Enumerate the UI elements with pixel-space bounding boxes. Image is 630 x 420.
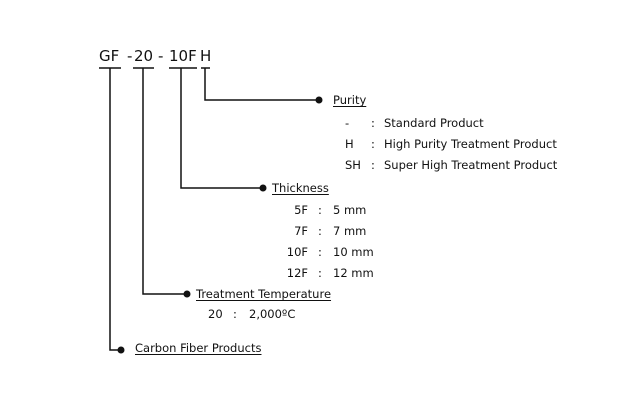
purity-sep: :: [371, 158, 375, 172]
temperature-code: 20: [208, 307, 223, 321]
temperature-label: Treatment Temperature: [196, 287, 332, 301]
temperature-sep: :: [233, 307, 237, 321]
gf-dot: [117, 346, 125, 354]
thickness-code: 10F: [286, 245, 308, 259]
thickness-desc: 10 mm: [333, 245, 374, 259]
code-temperature: 20: [134, 47, 154, 65]
purity-code: H: [345, 137, 354, 151]
purity-sep: :: [371, 116, 375, 130]
purity-desc: Standard Product: [384, 116, 484, 130]
purity-label: Purity: [333, 93, 367, 107]
thickness-sep: :: [318, 266, 322, 280]
code-separator: -: [158, 47, 164, 65]
purity-dot: [315, 96, 323, 104]
thick-connector: [180, 68, 262, 189]
thickness-code: 5F: [294, 203, 308, 217]
thickness-sep: :: [318, 245, 322, 259]
purity-desc: Super High Treatment Product: [384, 158, 558, 172]
temperature-desc: 2,000ºC: [249, 307, 296, 321]
thickness-label: Thickness: [272, 181, 329, 195]
purity-code: SH: [345, 158, 361, 172]
code-thickness: 10F: [169, 47, 197, 65]
purity-connector: [204, 68, 318, 101]
product-label: Carbon Fiber Products: [135, 341, 262, 355]
thickness-desc: 5 mm: [333, 203, 367, 217]
code-gf: GF: [99, 47, 120, 65]
temp-dot: [183, 290, 191, 298]
thickness-sep: :: [318, 203, 322, 217]
thickness-code: 7F: [294, 224, 308, 238]
thickness-sep: :: [318, 224, 322, 238]
purity-sep: :: [371, 137, 375, 151]
thickness-desc: 7 mm: [333, 224, 367, 238]
purity-desc: High Purity Treatment Product: [384, 137, 557, 151]
thick-dot: [259, 184, 267, 192]
gf-connector: [109, 68, 120, 351]
thickness-desc: 12 mm: [333, 266, 374, 280]
thickness-code: 12F: [286, 266, 308, 280]
purity-code: -: [345, 116, 350, 130]
temp-connector: [142, 68, 186, 295]
code-separator: -: [127, 47, 133, 65]
code-purity: H: [200, 47, 212, 65]
